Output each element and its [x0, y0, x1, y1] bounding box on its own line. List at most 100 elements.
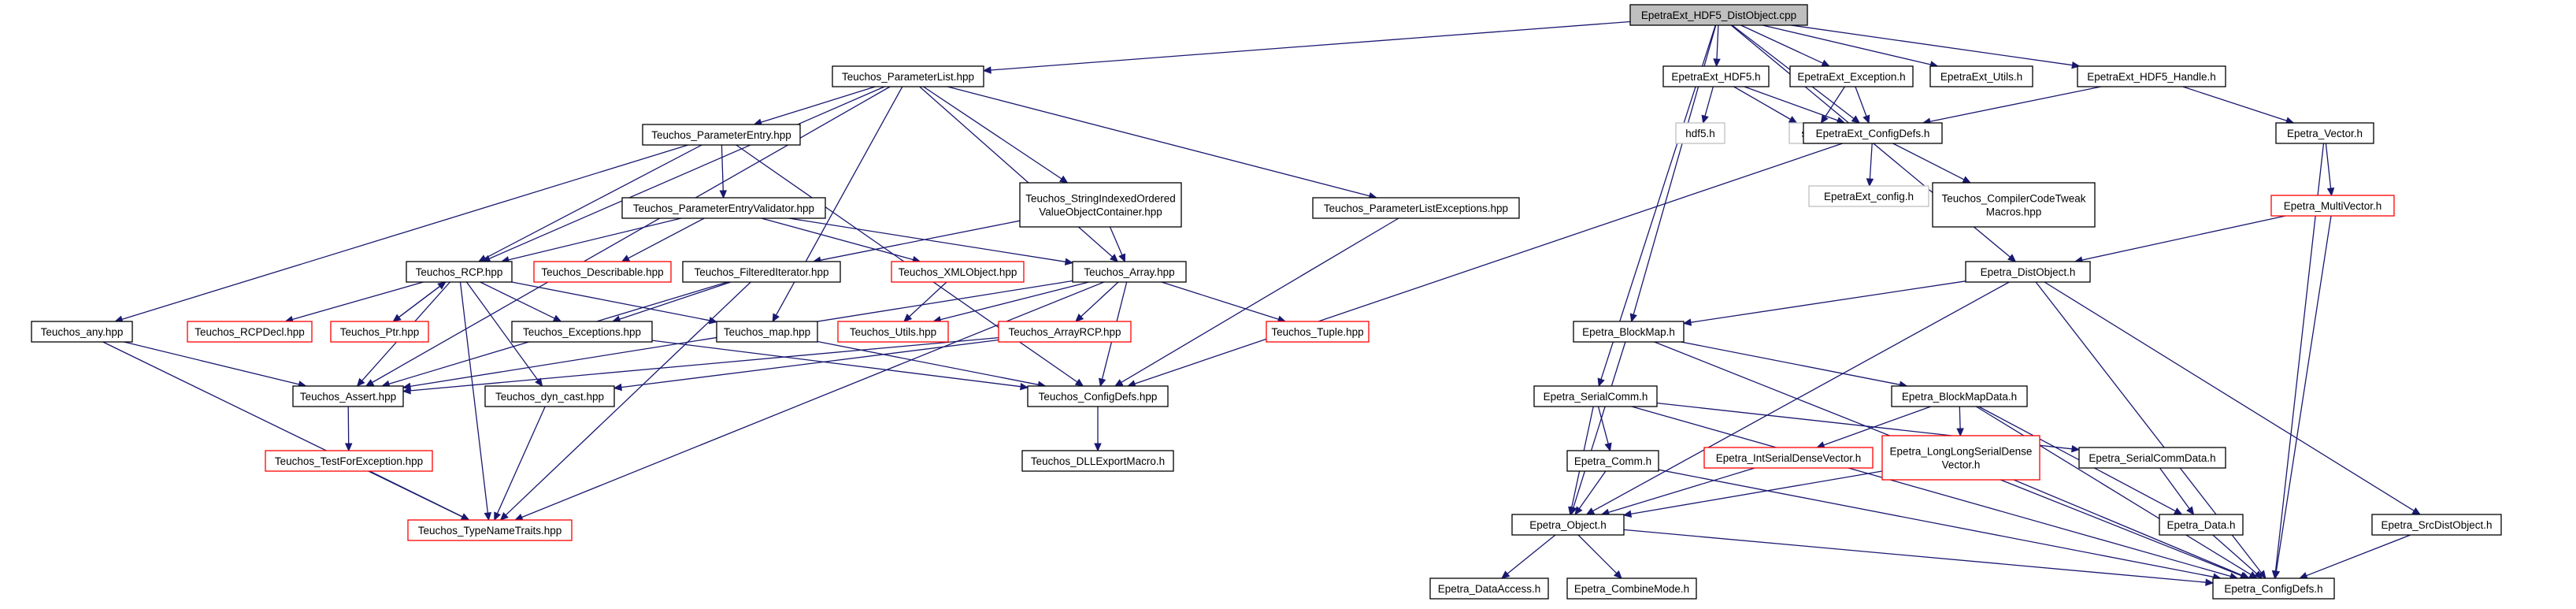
node-scd[interactable]: Epetra_SerialCommData.h: [2078, 447, 2226, 469]
edge-arrowhead: [1098, 377, 1106, 388]
node-handle[interactable]: EpetraExt_HDF5_Handle.h: [2077, 65, 2226, 87]
node-obj[interactable]: Epetra_Object.h: [1511, 514, 1625, 536]
node-box: [533, 261, 672, 283]
node-any[interactable]: Teuchos_any.hpp: [31, 321, 133, 343]
node-box: [511, 321, 653, 343]
edge-dobj-to-bmap: [1682, 280, 1966, 326]
edge-line: [940, 281, 1089, 321]
edge-line: [1716, 24, 1719, 60]
node-box: [1266, 321, 1370, 343]
node-arcp[interactable]: Teuchos_ArrayRCP.hpp: [998, 321, 1132, 343]
node-utils[interactable]: Teuchos_Utils.hpp: [837, 321, 949, 343]
node-desc[interactable]: Teuchos_Describable.hpp: [533, 261, 672, 283]
node-rcp[interactable]: Teuchos_RCP.hpp: [406, 261, 513, 283]
edge-scomm-to-comm: [1597, 406, 1612, 452]
node-bmap[interactable]: Epetra_BlockMap.h: [1573, 321, 1685, 343]
node-ptr[interactable]: Teuchos_Ptr.hpp: [330, 321, 429, 343]
node-assert[interactable]: Teuchos_Assert.hpp: [292, 385, 404, 407]
node-map[interactable]: Teuchos_map.hpp: [716, 321, 818, 343]
node-hdf5[interactable]: EpetraExt_HDF5.h: [1662, 65, 1770, 87]
edge-ecfg-to-cctm: [1892, 143, 1971, 184]
node-ple[interactable]: Teuchos_ParameterListExceptions.hpp: [1312, 197, 1520, 219]
edge-line: [1577, 534, 1618, 574]
node-eexc[interactable]: EpetraExt_Exception.h: [1789, 65, 1914, 87]
node-pl[interactable]: Teuchos_ParameterList.hpp: [832, 65, 984, 87]
node-sioc[interactable]: Teuchos_StringIndexedOrderedValueObjectC…: [1019, 182, 1182, 228]
edge-arrowhead: [2007, 254, 2017, 262]
edge-arrowhead: [1682, 318, 1692, 326]
node-dobj[interactable]: Epetra_DistObject.h: [1965, 261, 2091, 283]
node-box: [1808, 185, 1929, 207]
edge-arrowhead: [772, 313, 780, 323]
edge-llsdv-to-ecfgd: [2013, 479, 2251, 579]
edge-line: [2044, 281, 2415, 511]
node-pev[interactable]: Teuchos_ParameterEntryValidator.hpp: [621, 197, 826, 219]
edge-pe-to-pev: [719, 144, 728, 199]
node-label: Epetra_LongLongSerialDense: [1890, 446, 2033, 458]
node-box: [1566, 450, 1659, 472]
node-cm[interactable]: Epetra_CombineMode.h: [1566, 577, 1697, 600]
edge-arrowhead: [1701, 114, 1709, 124]
edge-exc-to-tcfg: [651, 340, 1029, 391]
node-box: [1629, 4, 1808, 26]
node-label: Epetra_SerialCommData.h: [2089, 452, 2215, 464]
node-rcpdecl[interactable]: Teuchos_RCPDecl.hpp: [187, 321, 313, 343]
edge-arrowhead: [484, 512, 492, 522]
node-dyn[interactable]: Teuchos_dyn_cast.hpp: [484, 385, 615, 407]
node-tcfg[interactable]: Teuchos_ConfigDefs.hpp: [1027, 385, 1169, 407]
node-ecfg[interactable]: EpetraExt_ConfigDefs.h: [1803, 122, 1943, 144]
node-isdv[interactable]: Epetra_IntSerialDenseVector.h: [1703, 447, 1874, 469]
node-ecfgd[interactable]: Epetra_ConfigDefs.h: [2212, 577, 2335, 600]
edge-line: [1578, 470, 1607, 509]
node-exc[interactable]: Teuchos_Exceptions.hpp: [511, 321, 653, 343]
node-vec[interactable]: Epetra_Vector.h: [2275, 122, 2374, 144]
edge-arr-to-arcp: [1075, 281, 1119, 322]
edge-arrowhead: [1501, 570, 1510, 579]
node-pe[interactable]: Teuchos_ParameterEntry.hpp: [642, 124, 801, 146]
edge-pl-to-sioc: [923, 86, 1069, 184]
edge-arrowhead: [1568, 506, 1576, 516]
edge-eexc-to-string: [1820, 86, 1846, 124]
edge-arrowhead: [1604, 442, 1612, 452]
node-box: [1965, 261, 2091, 283]
edge-line: [124, 341, 299, 385]
node-fi[interactable]: Teuchos_FilteredIterator.hpp: [682, 261, 841, 283]
node-arr[interactable]: Teuchos_Array.hpp: [1072, 261, 1187, 283]
node-label: Epetra_Comm.h: [1574, 455, 1651, 467]
node-data[interactable]: Epetra_Data.h: [2159, 514, 2244, 536]
node-tfe[interactable]: Teuchos_TestForException.hpp: [265, 450, 433, 472]
edge-obj-to-ecfgd: [1623, 529, 2215, 586]
edge-handle-to-vec: [2182, 86, 2295, 124]
edge-arrowhead: [514, 513, 524, 521]
edge-bmap-to-bmd: [1681, 341, 1908, 388]
node-tuple[interactable]: Teuchos_Tuple.hpp: [1266, 321, 1370, 343]
node-label: Epetra_ConfigDefs.h: [2224, 583, 2322, 595]
edge-arrowhead: [365, 379, 375, 387]
node-label: Epetra_SrcDistObject.h: [2381, 519, 2492, 531]
edge-mvec-to-ecfgd: [2272, 215, 2332, 580]
edge-arrowhead: [2186, 506, 2195, 515]
edge-mvec-to-dobj: [2074, 215, 2286, 264]
node-tnt[interactable]: Teuchos_TypeNameTraits.hpp: [407, 519, 573, 541]
edge-arrowhead: [437, 281, 447, 290]
node-comm[interactable]: Epetra_Comm.h: [1566, 450, 1659, 472]
edge-sioc-to-arr: [1109, 226, 1126, 263]
node-sdo[interactable]: Epetra_SrcDistObject.h: [2371, 514, 2502, 536]
edge-arrowhead: [356, 377, 365, 387]
node-xml[interactable]: Teuchos_XMLObject.hpp: [891, 261, 1025, 283]
edge-arrowhead: [2071, 61, 2081, 69]
node-bmd[interactable]: Epetra_BlockMapData.h: [1891, 385, 2028, 407]
edge-vec-to-mvec: [2325, 143, 2335, 197]
node-dll[interactable]: Teuchos_DLLExportMacro.h: [1021, 450, 1174, 472]
node-da[interactable]: Epetra_DataAccess.h: [1429, 577, 1549, 600]
node-label: hdf5.h: [1685, 128, 1715, 139]
node-scomm[interactable]: Epetra_SerialComm.h: [1533, 385, 1658, 407]
node-root[interactable]: EpetraExt_HDF5_DistObject.cpp: [1629, 4, 1808, 26]
node-mvec[interactable]: Epetra_MultiVector.h: [2270, 195, 2395, 217]
node-box: [2275, 122, 2374, 144]
edge-line: [2325, 143, 2332, 189]
node-eutils[interactable]: EpetraExt_Utils.h: [1929, 65, 2033, 87]
edge-ptr-to-rcp: [392, 281, 447, 322]
